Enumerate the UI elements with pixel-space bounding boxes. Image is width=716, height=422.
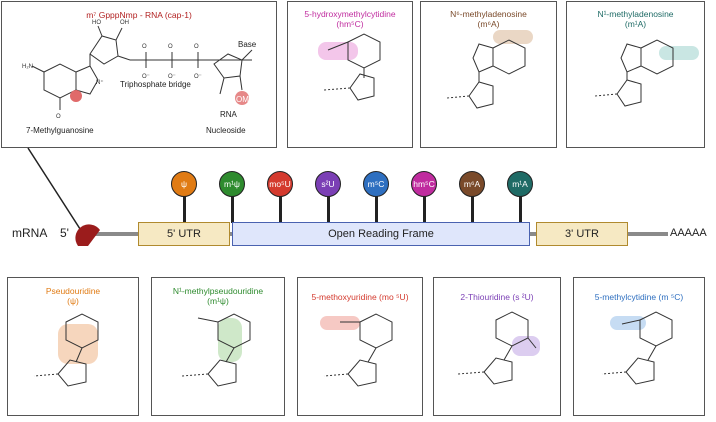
mod-box-m6a: N⁶-methyladenosine (m⁶A) — [420, 1, 557, 148]
pin-stem — [182, 196, 186, 223]
pin-3: s²U — [315, 171, 341, 197]
mod-abbr: (m¹ψ) — [207, 296, 229, 306]
svg-text:O⁻: O⁻ — [142, 74, 150, 80]
nucleoside-label: Nucleoside — [206, 126, 246, 135]
mod-box-m5c: 5-methylcytidine (m ⁵C) — [573, 277, 705, 416]
polya-tail: AAAAA — [668, 227, 707, 239]
mod-abbr: (ψ) — [67, 296, 79, 306]
pin-1: m¹ψ — [219, 171, 245, 197]
s2u-structure — [457, 311, 540, 385]
mod-abbr: (m⁶A) — [477, 19, 500, 29]
bridge-label: Triphosphate bridge — [120, 80, 191, 89]
mod-name: Pseudouridine — [45, 286, 101, 296]
m6a-structure — [446, 30, 533, 109]
cap-symbol — [75, 224, 100, 246]
svg-text:OH: OH — [120, 20, 129, 26]
mod-box-psi: Pseudouridine (ψ) — [7, 277, 139, 416]
mod-name: 5-hydroxymethylcytidine — [304, 9, 396, 19]
rna-label: RNA — [220, 110, 237, 119]
pin-stem — [422, 196, 426, 223]
mod-name: N¹-methylpseudouridine — [172, 286, 264, 296]
cap-molecule: H₂N O HO OH O O O O⁻ O⁻ O⁻ N⁺ — [22, 20, 253, 120]
svg-text:O: O — [56, 114, 61, 120]
mod-abbr: (m¹A) — [624, 19, 647, 29]
psi-structure — [33, 313, 99, 387]
pin-stem — [278, 196, 282, 223]
guanosine-label: 7-Methylguanosine — [26, 126, 94, 135]
mrna-label: mRNA — [12, 226, 48, 240]
mod-box-m1a: N¹-methyladenosine (m¹A) — [566, 1, 705, 148]
svg-text:O⁻: O⁻ — [168, 74, 176, 80]
mo5u-structure — [320, 313, 393, 387]
pin-6: m⁶A — [459, 171, 485, 197]
orf-region: Open Reading Frame — [232, 222, 530, 246]
mod-name: 2-Thiouridine (s ²U) — [460, 292, 534, 302]
pin-5: hm⁵C — [411, 171, 437, 197]
hm5c-structure — [318, 33, 381, 101]
svg-text:O: O — [168, 44, 173, 50]
mod-box-mo5u: 5-methoxyuridine (mo ⁵U) — [297, 277, 423, 416]
mod-name: N¹-methyladenosine — [597, 9, 674, 19]
mod-box-s2u: 2-Thiouridine (s ²U) — [433, 277, 561, 416]
pin-2: mo⁵U — [267, 171, 293, 197]
svg-text:N⁺: N⁺ — [96, 79, 104, 86]
svg-text:HO: HO — [92, 20, 101, 26]
ome-label: OMe — [236, 95, 254, 104]
m1a-structure — [594, 39, 699, 107]
cap-structure-panel: m⁷ GpppNmp - RNA (cap-1) — [1, 1, 277, 148]
pin-0: ψ — [171, 171, 197, 197]
pin-stem — [470, 196, 474, 223]
utr3-region: 3' UTR — [536, 222, 628, 246]
m1psi-structure — [181, 313, 251, 387]
mod-abbr: (hm⁵C) — [336, 19, 364, 29]
base-label: Base — [238, 40, 257, 49]
svg-text:O: O — [142, 44, 147, 50]
svg-text:H₂N: H₂N — [22, 64, 33, 70]
mod-box-m1psi: N¹-methylpseudouridine (m¹ψ) — [151, 277, 285, 416]
svg-text:O: O — [194, 44, 199, 50]
mod-name: 5-methoxyuridine (mo ⁵U) — [311, 292, 409, 302]
pin-7: m¹A — [507, 171, 533, 197]
mod-name: 5-methylcytidine (m ⁵C) — [594, 292, 684, 302]
m5c-structure — [601, 311, 673, 385]
pin-stem — [518, 196, 522, 223]
utr5-region: 5' UTR — [138, 222, 230, 246]
pin-stem — [230, 196, 234, 223]
pin-stem — [326, 196, 330, 223]
pin-4: m⁵C — [363, 171, 389, 197]
mod-box-hm5c: 5-hydroxymethylcytidine (hm⁵C) — [287, 1, 413, 148]
mod-name: N⁶-methyladenosine — [450, 9, 527, 19]
five-prime-label: 5' — [60, 226, 69, 240]
pin-stem — [374, 196, 378, 223]
svg-text:O⁻: O⁻ — [194, 74, 202, 80]
cap-title: m⁷ GpppNmp - RNA (cap-1) — [86, 10, 192, 20]
